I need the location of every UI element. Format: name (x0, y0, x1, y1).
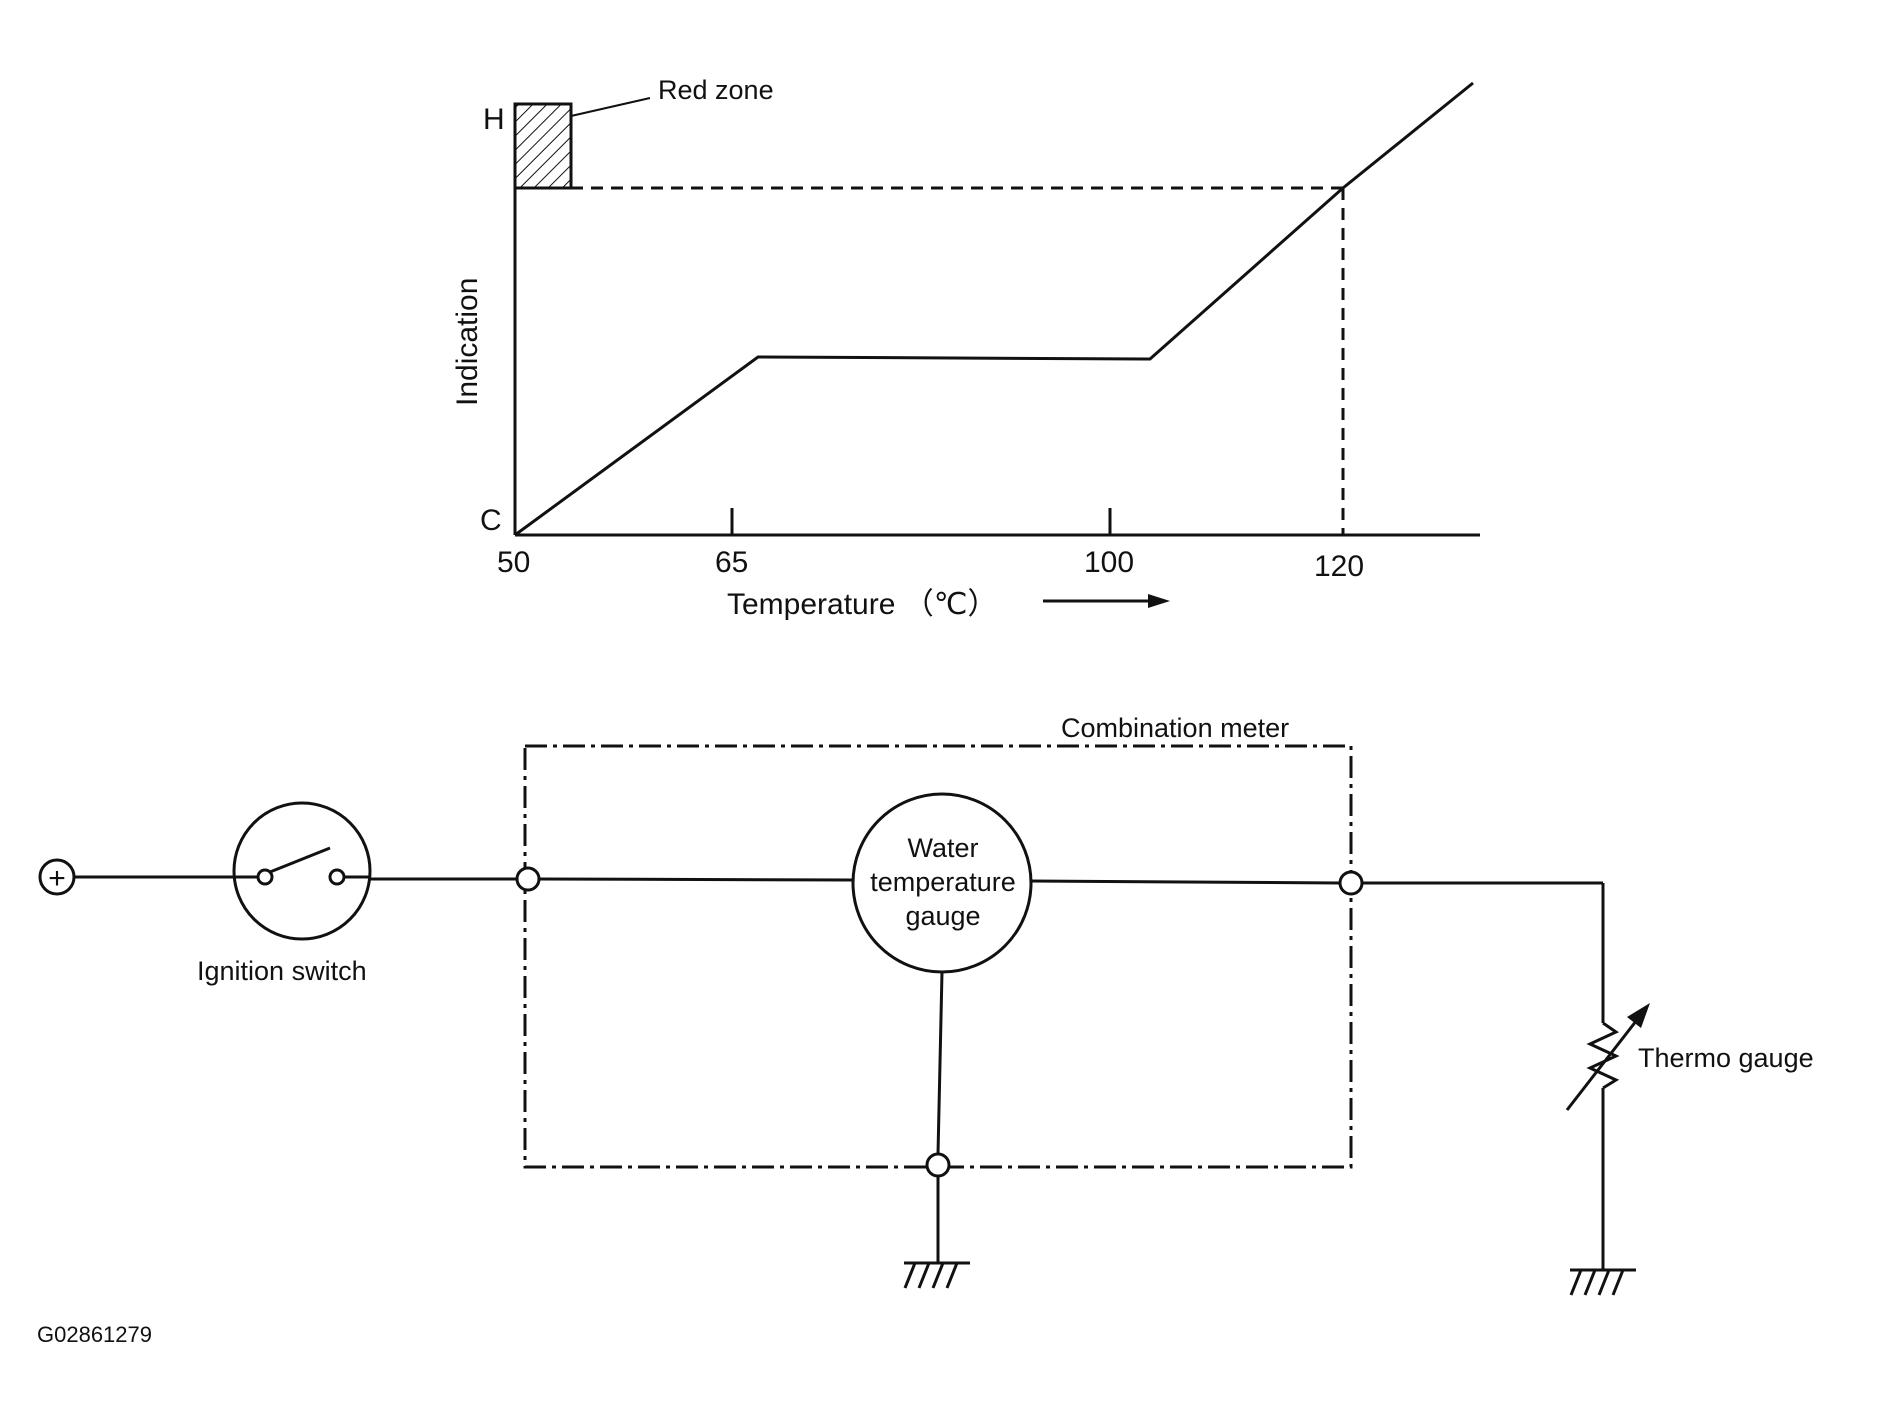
wire-gauge-ground (936, 971, 944, 1155)
meter-ground-icon (903, 1261, 970, 1289)
thermo-ground-icon (1569, 1268, 1636, 1296)
x-tick-label-50: 50 (497, 546, 530, 579)
red-zone-box (513, 102, 573, 190)
switch-contact-b (328, 868, 346, 886)
indication-curve (514, 81, 1474, 537)
gauge-label-line-1: Water (907, 833, 978, 863)
gauge-label-line-3: gauge (905, 901, 980, 931)
temperature-indication-graph: Red zone H C Indication 50 65 100 120 Te… (451, 75, 1480, 621)
switch-blade (269, 846, 331, 874)
switch-contact-a (256, 868, 274, 886)
x-tick-label-65: 65 (715, 546, 748, 579)
gauge-label-line-2: temperature (870, 867, 1016, 897)
battery-plus-symbol: + (48, 862, 66, 895)
y-low-label: C (480, 504, 502, 537)
x-tick-label-120: 120 (1314, 550, 1364, 583)
y-high-label: H (483, 103, 505, 136)
meter-output-node (1338, 870, 1364, 896)
thermo-gauge-resistor-icon (1565, 1003, 1650, 1111)
gauge-circuit: Combination meter + Ignition switch Wate… (38, 713, 1814, 1296)
combination-meter-label: Combination meter (1061, 713, 1289, 743)
ignition-switch-body (232, 801, 372, 941)
meter-input-node (515, 866, 541, 892)
ignition-switch-label: Ignition switch (197, 956, 367, 986)
x-axis-arrow-head (1148, 594, 1170, 608)
combination-meter-boundary (523, 744, 1353, 1169)
thermo-gauge-label: Thermo gauge (1638, 1043, 1814, 1073)
red-zone-label: Red zone (658, 75, 774, 105)
wire-node-gauge (538, 877, 854, 882)
x-axis-label: Temperature （℃） (727, 588, 997, 621)
figure-code: G02861279 (37, 1322, 152, 1347)
red-zone-leader (570, 97, 651, 117)
wire-gauge-output (1030, 879, 1341, 885)
y-axis-label: Indication (451, 278, 484, 406)
ground-node (925, 1152, 951, 1178)
x-tick-label-100: 100 (1084, 546, 1134, 579)
